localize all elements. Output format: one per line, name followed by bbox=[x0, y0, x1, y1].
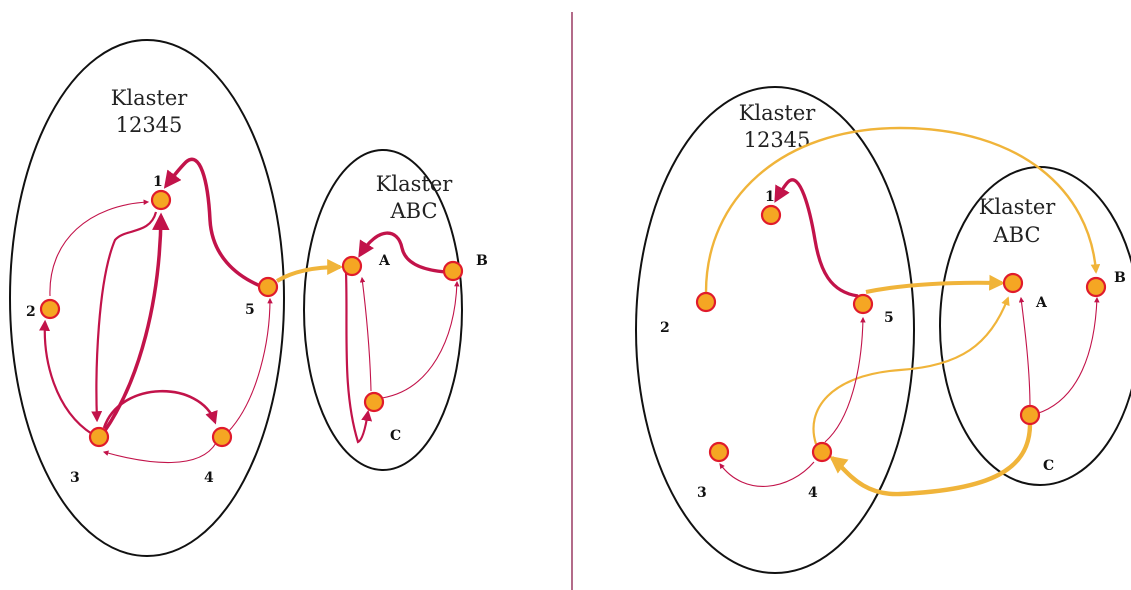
left-edge-c-b bbox=[381, 280, 460, 399]
right-node-4 bbox=[811, 441, 833, 463]
left-node-3 bbox=[88, 426, 110, 448]
right-node-b bbox=[1085, 276, 1107, 298]
right-node-5 bbox=[852, 293, 874, 315]
right-edge-c-4 bbox=[829, 423, 1033, 497]
left-edge-5-1 bbox=[163, 157, 264, 289]
right-node-3 bbox=[708, 441, 730, 463]
left-edge-c-a bbox=[359, 276, 372, 392]
left-node-2-label: 2 bbox=[26, 304, 36, 320]
right-node-2-label: 2 bbox=[660, 320, 670, 336]
left-node-1-label: 1 bbox=[153, 174, 163, 190]
left-edge-1-3 bbox=[91, 211, 158, 423]
left-node-1 bbox=[150, 189, 172, 211]
left-node-5 bbox=[257, 276, 279, 298]
left-edge-3-1 bbox=[102, 212, 170, 433]
right-node-c bbox=[1019, 404, 1041, 426]
right-node-b-label: B bbox=[1114, 270, 1126, 286]
left-node-4-label: 4 bbox=[204, 470, 214, 486]
left-cluster-12345-ellipse bbox=[9, 39, 285, 557]
right-edge-4-3 bbox=[719, 461, 815, 487]
right-node-a bbox=[1002, 272, 1024, 294]
right-panel: Klaster 12345 Klaster ABC 1 2 3 4 5 A B … bbox=[635, 86, 1131, 574]
left-edge-3-4 bbox=[102, 389, 218, 429]
right-cluster-12345-title: Klaster bbox=[739, 101, 817, 125]
right-edge-4-5 bbox=[824, 316, 866, 443]
left-node-b-label: B bbox=[476, 253, 488, 269]
left-cluster-abc-title: Klaster bbox=[376, 172, 454, 196]
right-node-c-label: C bbox=[1043, 458, 1054, 474]
right-edge-5-1 bbox=[774, 178, 859, 298]
left-edge-a-c bbox=[344, 271, 373, 444]
right-edge-c-a bbox=[1018, 296, 1031, 409]
right-cluster-abc-title: Klaster bbox=[979, 195, 1057, 219]
left-cluster-12345-subtitle: 12345 bbox=[116, 113, 183, 137]
left-panel: Klaster 12345 Klaster ABC 1 2 3 4 bbox=[9, 39, 488, 557]
right-edge-2-b bbox=[704, 126, 1101, 293]
left-cluster-12345-title: Klaster bbox=[111, 86, 189, 110]
left-edge-b-a bbox=[358, 231, 447, 274]
left-cluster-abc-ellipse bbox=[303, 149, 463, 471]
left-node-c-label: C bbox=[390, 428, 401, 444]
right-node-a-label: A bbox=[1035, 295, 1048, 311]
left-node-a-label: A bbox=[378, 253, 391, 269]
right-cluster-12345-ellipse bbox=[635, 86, 915, 574]
right-node-1-label: 1 bbox=[765, 189, 775, 205]
left-edge-3-2 bbox=[39, 319, 93, 435]
left-node-4 bbox=[211, 426, 233, 448]
left-edge-4-3 bbox=[102, 442, 217, 464]
right-cluster-abc-ellipse bbox=[939, 166, 1131, 486]
right-node-4-label: 4 bbox=[808, 485, 818, 501]
right-edge-5-a bbox=[865, 274, 1006, 294]
left-node-2 bbox=[39, 298, 61, 320]
left-node-b bbox=[442, 260, 464, 282]
left-node-5-label: 5 bbox=[245, 302, 255, 318]
right-node-3-label: 3 bbox=[697, 485, 707, 501]
left-cluster-abc-subtitle: ABC bbox=[389, 199, 437, 223]
left-node-c bbox=[363, 391, 385, 413]
right-cluster-abc-subtitle: ABC bbox=[992, 223, 1040, 247]
left-node-a bbox=[341, 255, 363, 277]
left-edge-2-1 bbox=[49, 199, 150, 297]
right-edge-4-a bbox=[812, 296, 1010, 445]
left-edge-4-5 bbox=[227, 297, 273, 433]
right-node-2 bbox=[695, 291, 717, 313]
right-node-5-label: 5 bbox=[884, 310, 894, 326]
left-node-3-label: 3 bbox=[70, 470, 80, 486]
right-edge-c-b bbox=[1035, 296, 1100, 415]
right-node-1 bbox=[760, 204, 782, 226]
left-edge-5-a bbox=[275, 259, 344, 283]
